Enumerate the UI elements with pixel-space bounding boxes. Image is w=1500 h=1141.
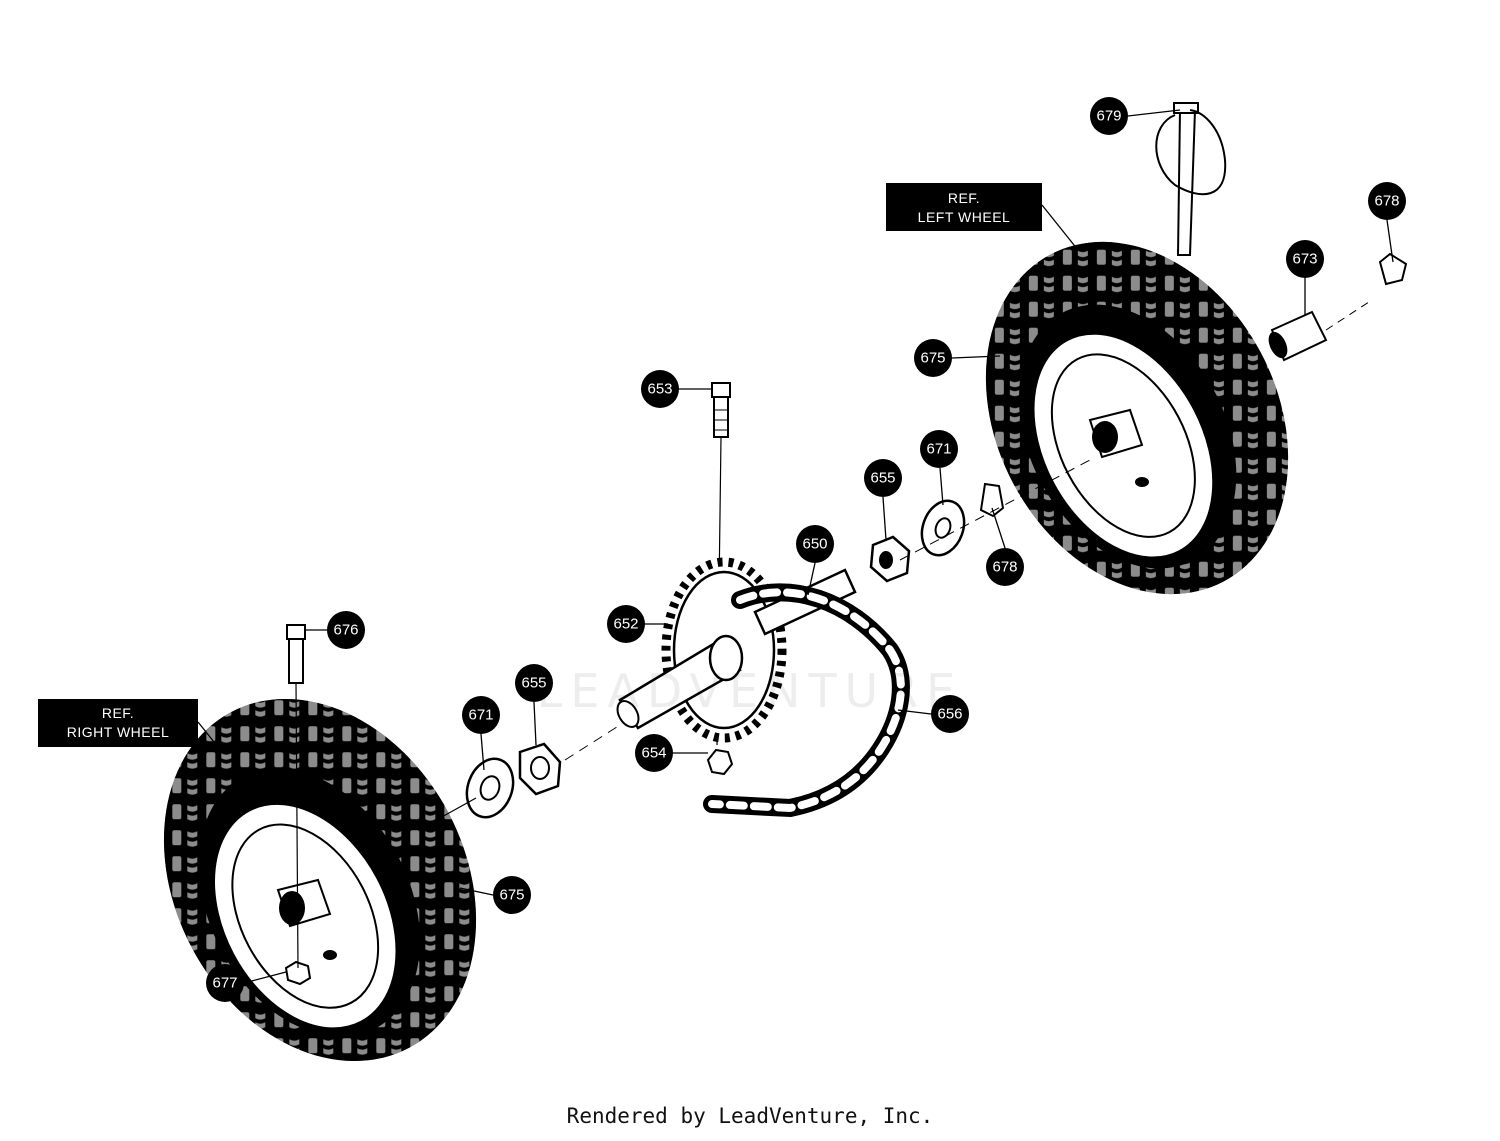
callout-656[interactable]: 656 [931,695,969,733]
callout-671-upper[interactable]: 671 [920,430,958,468]
ref-left-wheel-box: REF. LEFT WHEEL [886,183,1079,251]
right-wheel [163,624,477,1062]
upper-hardware [869,459,1091,583]
left-wheel-hub [1092,421,1118,453]
callout-652[interactable]: 652 [607,605,645,643]
callout-678-top[interactable]: 678 [1368,182,1406,220]
callout-650[interactable]: 650 [796,525,834,563]
right-wheel-hub [279,891,305,925]
callout-678-mid[interactable]: 678 [986,548,1024,586]
callout-652-label: 652 [613,616,638,633]
callout-653[interactable]: 653 [641,370,679,408]
axle-spacer [1268,252,1408,362]
callout-655-upper-label: 655 [870,470,895,487]
callout-654[interactable]: 654 [635,734,673,772]
callout-678-top-label: 678 [1374,193,1399,210]
callout-671-lower-label: 671 [468,707,493,724]
callout-673-label: 673 [1292,251,1317,268]
callout-675-left-label: 675 [920,350,945,367]
callout-671-lower[interactable]: 671 [462,696,500,734]
footer-credit: Rendered by LeadVenture, Inc. [566,1104,934,1128]
callout-675-right[interactable]: 675 [493,876,531,914]
callout-678-mid-label: 678 [992,559,1017,576]
callout-655-lower[interactable]: 655 [515,664,553,702]
callout-676-label: 676 [333,622,358,639]
ref-left-wheel-line1: REF. [948,190,980,206]
left-wheel [985,241,1289,595]
callout-677[interactable]: 677 [206,964,244,1002]
callout-655-lower-label: 655 [521,675,546,692]
ref-left-wheel-line2: LEFT WHEEL [918,209,1011,225]
lower-hardware [465,724,621,819]
callout-650-label: 650 [802,536,827,553]
callout-655-upper[interactable]: 655 [864,459,902,497]
callout-654-label: 654 [641,745,666,762]
callout-679[interactable]: 679 [1090,97,1128,135]
callout-675-left[interactable]: 675 [914,339,952,377]
hitch-pin [1155,102,1227,256]
ref-right-wheel-line2: RIGHT WHEEL [67,724,169,740]
drive-sprocket [616,557,857,776]
callout-679-label: 679 [1096,108,1121,125]
ref-right-wheel-box: REF. RIGHT WHEEL [38,699,223,753]
callout-653-label: 653 [647,381,672,398]
callout-676[interactable]: 676 [327,611,365,649]
callout-656-label: 656 [937,706,962,723]
leader-lines [243,109,1394,984]
callout-673[interactable]: 673 [1286,240,1324,278]
ref-right-wheel-line1: REF. [102,705,134,721]
callout-677-label: 677 [212,975,237,992]
callout-671-upper-label: 671 [926,441,951,458]
drive-chain [703,583,910,818]
callout-675-right-label: 675 [499,887,524,904]
